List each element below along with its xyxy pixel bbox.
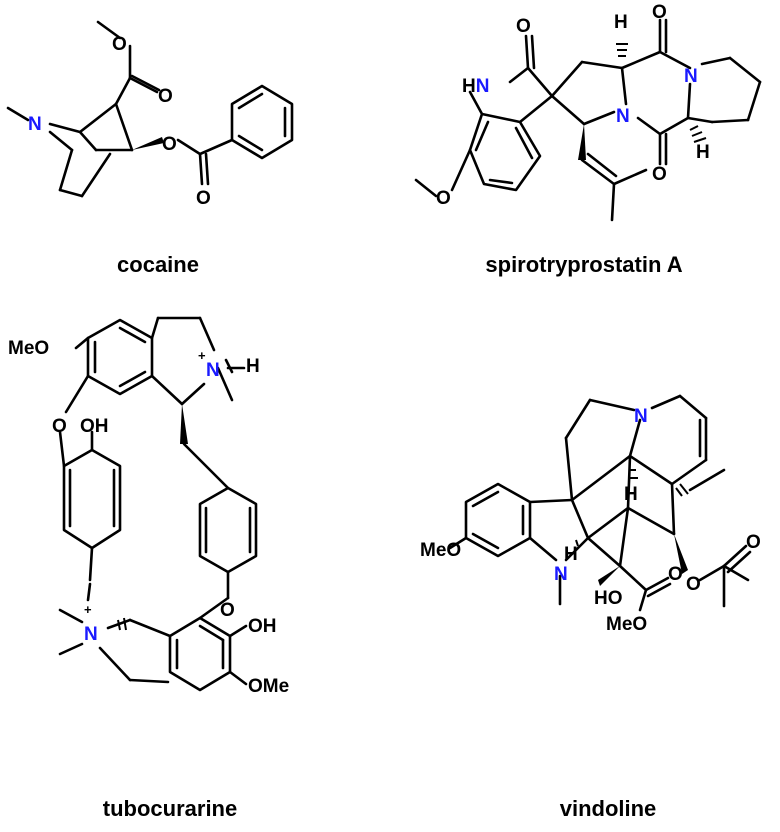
atom-label-charge: +	[84, 602, 92, 617]
atom-label-nitrogen: N	[28, 114, 42, 135]
atom-label: H	[246, 356, 260, 377]
atom-label-nitrogen: N	[554, 564, 568, 585]
cocaine-structure: O O N O O	[6, 20, 294, 209]
atom-label: O	[686, 574, 701, 595]
atom-label-methoxy: MeO	[420, 540, 461, 561]
spirotryprostatin-a-structure: O HN O H O N N O H	[414, 2, 762, 222]
atom-label-methoxy: MeO	[8, 338, 49, 359]
atom-label-hydroxyl: OH	[80, 416, 109, 437]
atom-label: O	[652, 2, 667, 23]
atom-label-methoxy: OMe	[248, 676, 289, 697]
caption-spirotryprostatin-a: spirotryprostatin A	[485, 252, 682, 277]
atom-label-hydroxyl: HO	[594, 588, 623, 609]
atom-label-nitrogen: N	[634, 406, 648, 427]
atom-label: O	[112, 34, 127, 55]
atom-label-methoxy: MeO	[606, 614, 647, 635]
atom-label: O	[516, 16, 531, 37]
caption-tubocurarine: tubocurarine	[103, 796, 237, 821]
atom-label: O	[162, 134, 177, 155]
atom-label-charge: +	[198, 348, 206, 363]
atom-label: H	[564, 544, 578, 565]
atom-label: O	[196, 188, 211, 209]
atom-label-nitrogen: N	[616, 106, 630, 127]
atom-label: O	[436, 188, 451, 209]
atom-label: O	[52, 416, 67, 437]
atom-label: O	[746, 532, 761, 553]
atom-label: O	[220, 600, 235, 621]
atom-label: O	[668, 564, 683, 585]
atom-label: O	[652, 164, 667, 185]
atom-label-nitrogen: HN	[462, 76, 489, 97]
atom-label: H	[614, 12, 628, 33]
atom-label-hydroxyl: OH	[248, 616, 277, 637]
atom-label: H	[696, 142, 710, 163]
tubocurarine-structure: MeO O OH + N H O + N OH OMe	[8, 316, 289, 697]
atom-label: O	[158, 86, 173, 107]
caption-vindoline: vindoline	[560, 796, 657, 821]
atom-label: H	[624, 484, 638, 505]
atom-label-nitrogen: N	[84, 624, 98, 645]
atom-label-nitrogen: N	[206, 360, 220, 381]
vindoline-structure: N MeO H H N HO O O O MeO	[420, 394, 761, 635]
atom-label-nitrogen: N	[684, 66, 698, 87]
caption-cocaine: cocaine	[117, 252, 199, 277]
